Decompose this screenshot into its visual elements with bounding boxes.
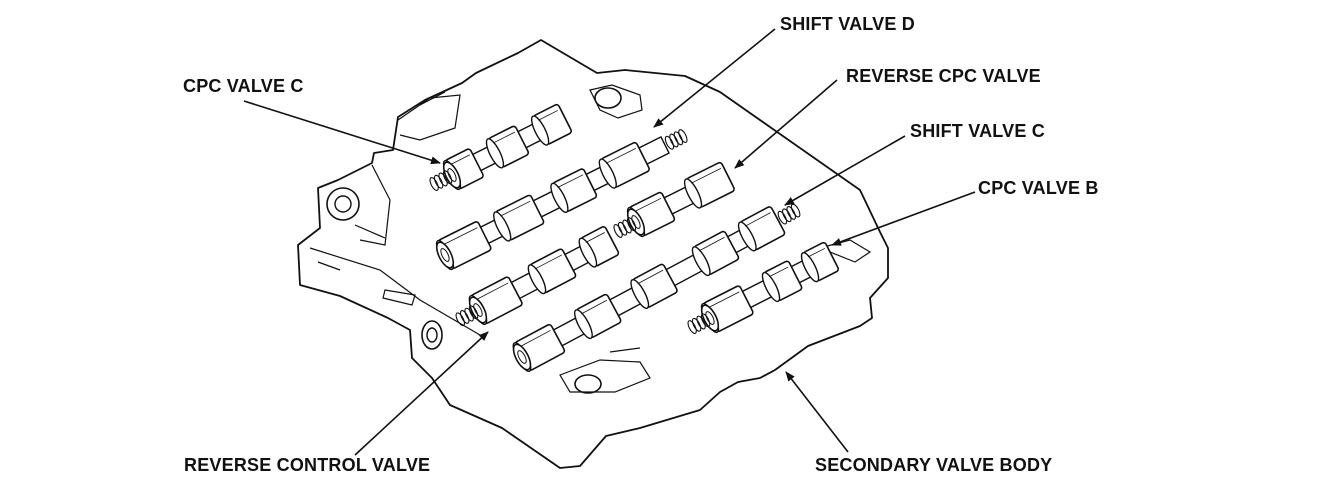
label-cpc-valve-b: CPC VALVE B [978,178,1099,198]
leader-shift-valve-d [653,28,776,128]
bolt-hole [326,187,360,221]
valve-body-ledge [309,247,481,336]
bolt-hole [594,87,622,109]
valve-body-ledge [317,261,341,271]
valve-reverse-cpc [613,161,735,238]
label-shift-valve-c: SHIFT VALVE C [910,121,1045,141]
valve-cpc-c [429,103,572,191]
valve-reverse-control [455,226,620,327]
bolt-hole [421,320,443,350]
label-reverse-control-valve: REVERSE CONTROL VALVE [184,455,431,475]
bolt-hole [574,374,602,394]
valve-body-outline [297,39,889,469]
leader-secondary-valve-body [785,371,849,453]
label-secondary-valve-body: SECONDARY VALVE BODY [815,455,1053,475]
valve-shift-d [435,129,688,271]
leader-reverse-cpc-valve [734,79,838,169]
valve-body-ledge [397,94,461,141]
label-cpc-valve-c: CPC VALVE C [183,76,304,96]
valve-body-ledge [382,289,416,306]
leader-cpc-valve-b [831,191,976,246]
leader-shift-valve-c [784,135,906,206]
valve-body-ledge [609,347,641,353]
valve-body-ledge [589,84,643,119]
leader-reverse-control-valve [354,331,489,456]
valve-body-ledge [359,164,391,246]
valve-shift-c [512,203,801,373]
valve-body-ledge [419,91,446,106]
valve-group [429,103,840,373]
valve-cpc-b [687,241,840,334]
label-shift-valve-d: SHIFT VALVE D [780,14,915,34]
valve-body-ledge [559,359,651,393]
label-reverse-cpc-valve: REVERSE CPC VALVE [846,66,1041,86]
valve-body-ledge [354,224,386,239]
leader-cpc-valve-c [243,100,441,165]
